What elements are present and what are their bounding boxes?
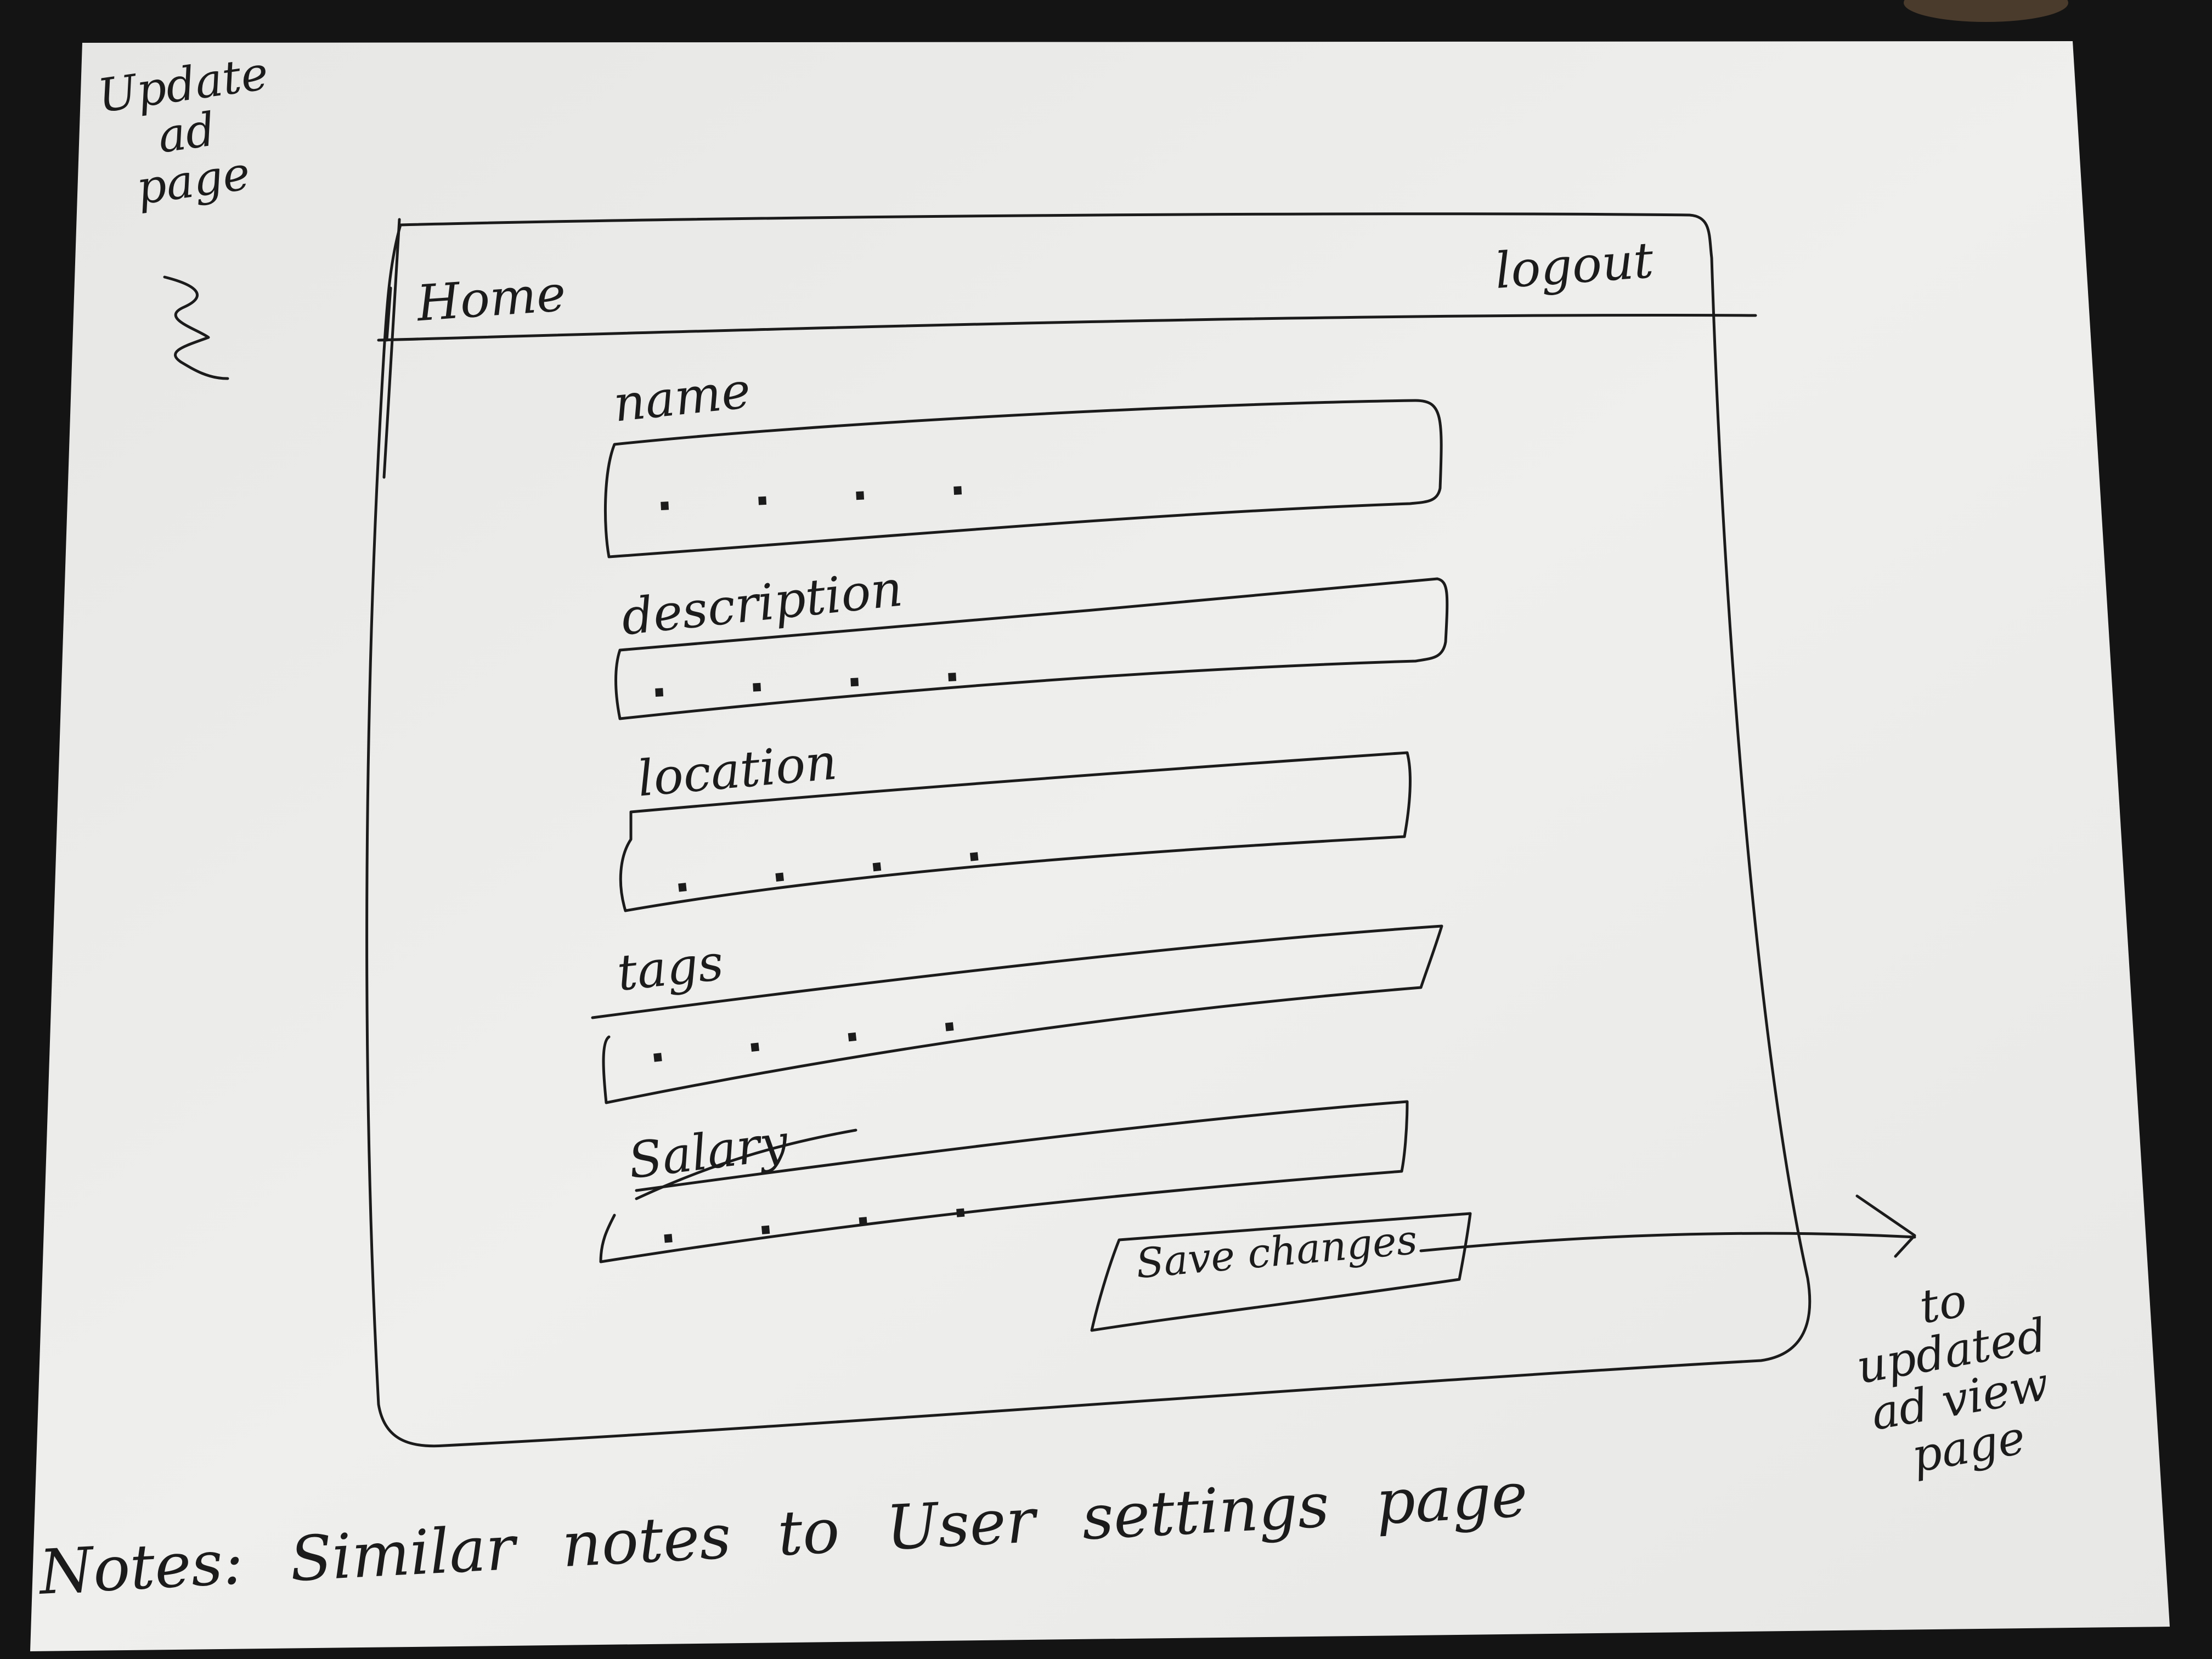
- salary-underline: [635, 1128, 857, 1200]
- logout-link[interactable]: logout: [1493, 232, 1656, 300]
- description-input[interactable]: [614, 577, 1449, 720]
- home-link[interactable]: Home: [415, 264, 568, 333]
- tags-input[interactable]: [591, 924, 1443, 1104]
- page-label: Update ad page: [94, 46, 272, 216]
- page-frame: [365, 212, 1812, 1448]
- salary-input[interactable]: [599, 1100, 1409, 1263]
- page-label-squiggle: [163, 275, 229, 380]
- flow-target-note: to updated ad view page: [1852, 1273, 2053, 1483]
- name-label: name: [611, 362, 753, 433]
- paper-sheet: [30, 41, 2170, 1651]
- location-input[interactable]: [619, 751, 1412, 912]
- flow-arrow-head: [1855, 1194, 1916, 1258]
- save-changes-button[interactable]: [1090, 1212, 1472, 1332]
- flow-arrow: [1419, 1232, 1916, 1252]
- name-input[interactable]: [603, 399, 1443, 558]
- tags-label: tags: [614, 934, 726, 1002]
- header-divider: [377, 313, 1757, 342]
- home-cursor-mark: [385, 286, 392, 342]
- page-frame-left-tick: [382, 218, 401, 479]
